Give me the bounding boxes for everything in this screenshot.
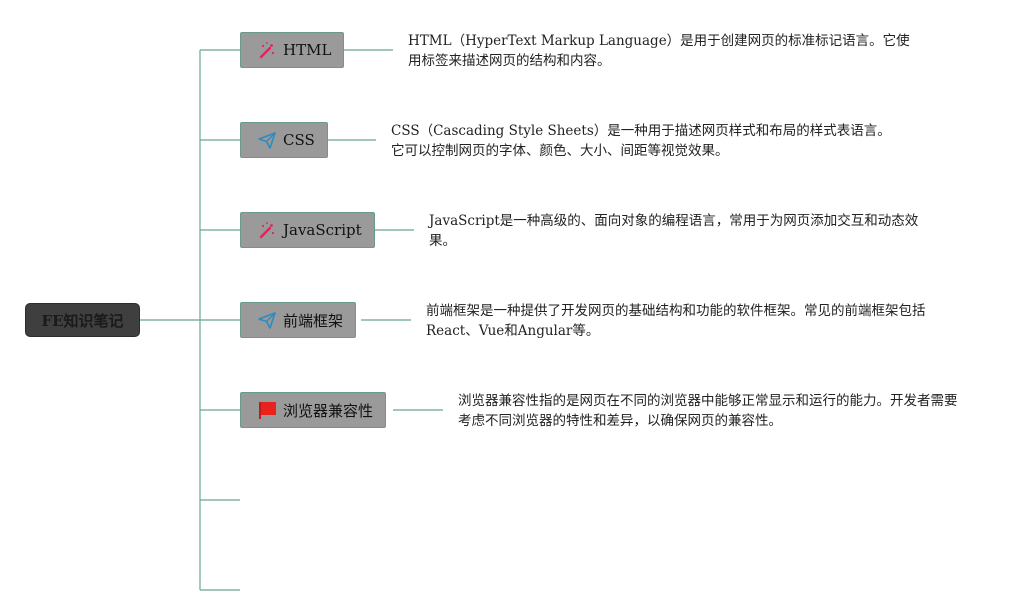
red-flag-icon bbox=[257, 400, 277, 420]
root-topic-label: FE知识笔记 bbox=[41, 311, 124, 330]
magic-wand-icon bbox=[257, 220, 277, 240]
topic-label: 前端框架 bbox=[283, 311, 344, 330]
topic-frontend-frameworks[interactable]: 前端框架 bbox=[240, 302, 357, 338]
magic-wand-icon bbox=[257, 40, 277, 60]
topic-browser-compatibility[interactable]: 浏览器兼容性 bbox=[240, 392, 387, 428]
topic-description: 浏览器兼容性指的是网页在不同的浏览器中能够正常显示和运行的能力。开发者需要考虑不… bbox=[458, 393, 958, 429]
topic-label: HTML bbox=[283, 41, 332, 59]
topic-description: CSS（Cascading Style Sheets）是一种用于描述网页样式和布… bbox=[391, 123, 891, 159]
topic-label: JavaScript bbox=[283, 221, 362, 239]
root-topic[interactable]: FE知识笔记 bbox=[25, 303, 140, 337]
paper-plane-icon bbox=[257, 130, 277, 150]
topic-description: JavaScript是一种高级的、面向对象的编程语言，常用于为网页添加交互和动态… bbox=[429, 213, 919, 249]
topic-description: 前端框架是一种提供了开发网页的基础结构和功能的软件框架。常见的前端框架包括Rea… bbox=[426, 303, 926, 339]
topic-label: CSS bbox=[283, 131, 315, 149]
topic-description: HTML（HyperText Markup Language）是用于创建网页的标… bbox=[408, 33, 910, 69]
paper-plane-icon bbox=[257, 310, 277, 330]
topic-javascript[interactable]: JavaScript bbox=[240, 212, 375, 248]
topic-css[interactable]: CSS bbox=[240, 122, 328, 158]
topic-label: 浏览器兼容性 bbox=[283, 401, 374, 420]
topic-html[interactable]: HTML bbox=[240, 32, 345, 68]
